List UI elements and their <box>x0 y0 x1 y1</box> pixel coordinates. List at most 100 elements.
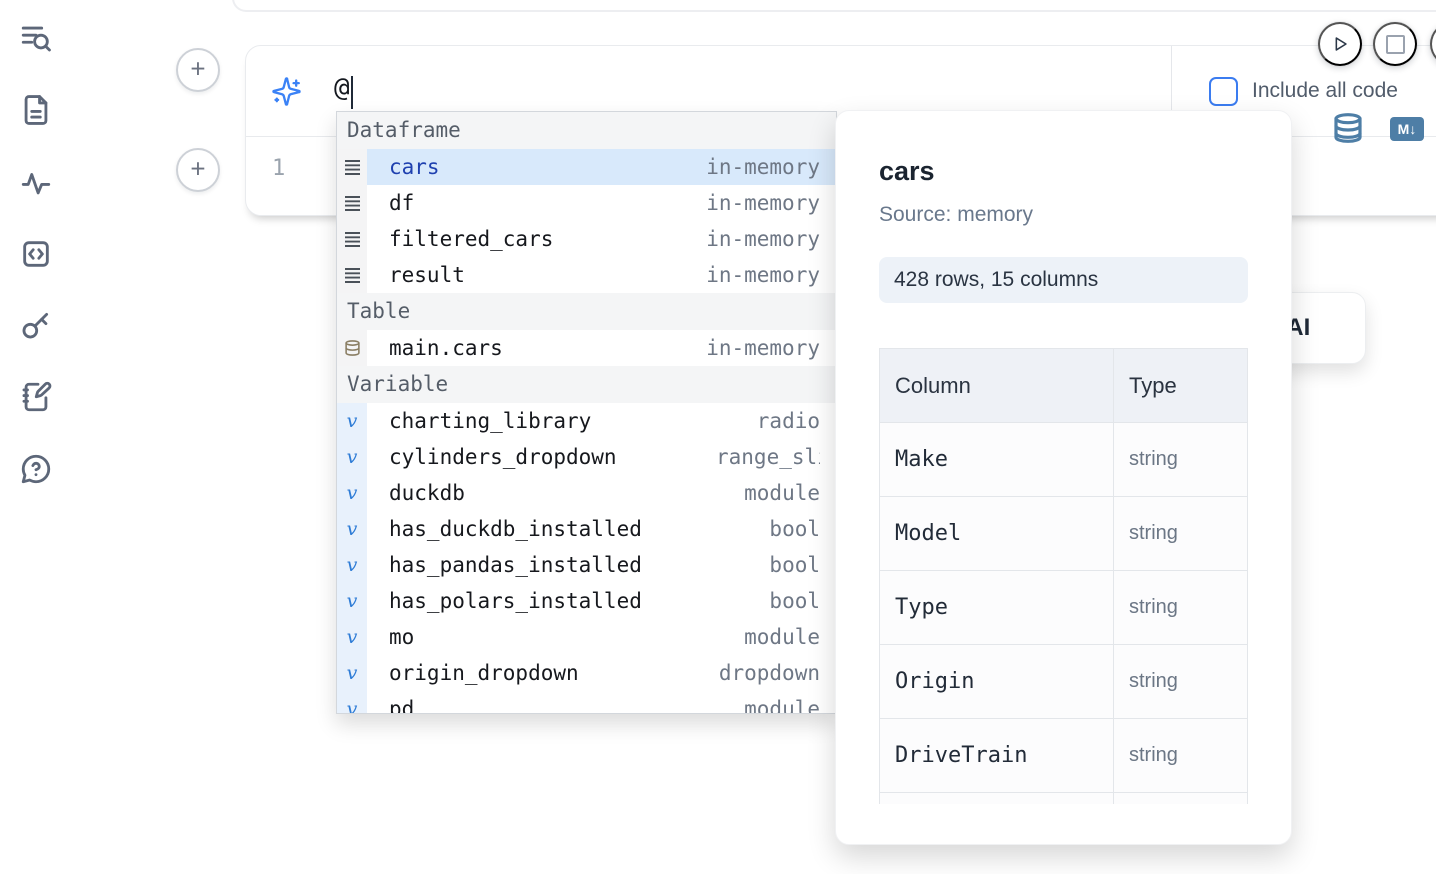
completion-name: origin_dropdown <box>389 661 579 685</box>
variable-icon <box>337 547 367 583</box>
column-type: string <box>1113 644 1248 719</box>
completion-detail: in-memory <box>706 336 820 360</box>
stop-button[interactable] <box>1373 22 1417 66</box>
sparkles-icon <box>272 76 301 106</box>
table-row: Model string <box>879 496 1248 571</box>
variable-icon <box>337 619 367 655</box>
table-row: Type string <box>879 570 1248 645</box>
line-number: 1 <box>272 156 286 181</box>
code-snippets-icon[interactable] <box>19 237 53 271</box>
autocomplete-section-header: Dataframe <box>337 112 836 149</box>
table-row: Origin string <box>879 644 1248 719</box>
completion-detail: bool <box>769 517 820 541</box>
schema-table-wrap: Column Type Make string Model string Typ… <box>879 348 1248 804</box>
table-database-icon <box>337 330 367 366</box>
autocomplete-item-pd[interactable]: pd module <box>337 691 836 714</box>
completion-name: df <box>389 191 415 215</box>
completion-detail: bool <box>769 553 820 577</box>
variable-icon <box>337 511 367 547</box>
variable-icon <box>337 583 367 619</box>
completion-detail: dropdown <box>718 661 820 685</box>
add-cell-below-button[interactable] <box>176 148 220 192</box>
autocomplete-item-main-cars[interactable]: main.cars in-memory <box>337 330 836 366</box>
completion-name: main.cars <box>389 336 503 360</box>
schema-table: Column Type Make string Model string Typ… <box>879 348 1248 804</box>
completion-detail: in-memory <box>706 191 820 215</box>
include-all-code-checkbox[interactable] <box>1209 76 1238 106</box>
help-icon[interactable] <box>19 452 53 486</box>
helper-sidebar <box>0 0 72 874</box>
completion-detail: module <box>744 697 820 714</box>
activity-icon[interactable] <box>19 166 53 200</box>
table-row: DriveTrain string <box>879 718 1248 793</box>
variable-icon <box>337 475 367 511</box>
completion-detail: module <box>744 625 820 649</box>
column-header: Column <box>879 348 1114 423</box>
column-name: DriveTrain <box>879 718 1114 793</box>
variable-icon <box>337 691 367 713</box>
column-type: string <box>1113 496 1248 571</box>
completion-detail: radio <box>756 409 820 433</box>
completion-name: charting_library <box>389 409 592 433</box>
dataframe-icon <box>337 185 367 221</box>
dataframe-icon <box>337 149 367 185</box>
dataframe-icon <box>337 257 367 293</box>
autocomplete-item-origin-dropdown[interactable]: origin_dropdown dropdown <box>337 655 836 691</box>
previous-cell-edge <box>232 0 1436 12</box>
include-all-code-group: Include all code <box>1171 46 1436 136</box>
preview-source: Source: memory <box>879 203 1034 226</box>
run-cell-button[interactable] <box>1318 22 1362 66</box>
completion-detail: bool <box>769 589 820 613</box>
convert-to-sql-database-icon[interactable] <box>1332 112 1364 144</box>
ai-prompt-value: @ <box>334 73 350 104</box>
dataframe-icon <box>337 221 367 257</box>
ai-prompt-input[interactable]: @ <box>246 46 1171 136</box>
scratchpad-icon[interactable] <box>19 380 53 414</box>
list-search-icon[interactable] <box>19 21 53 55</box>
text-cursor <box>350 75 353 109</box>
completion-name: cars <box>389 155 440 179</box>
completion-name: mo <box>389 625 415 649</box>
table-header-row: Column Type <box>879 348 1248 423</box>
completion-name: has_pandas_installed <box>389 553 642 577</box>
completion-name: result <box>389 263 465 287</box>
document-icon[interactable] <box>19 93 53 127</box>
stop-icon <box>1385 34 1405 54</box>
completion-name: pd <box>389 697 415 714</box>
completion-name: has_duckdb_installed <box>389 517 642 541</box>
shape-badge: 428 rows, 15 columns <box>879 257 1248 303</box>
autocomplete-item-mo[interactable]: mo module <box>337 619 836 655</box>
column-name: Make <box>879 422 1114 497</box>
type-header: Type <box>1113 348 1248 423</box>
completion-name: has_polars_installed <box>389 589 642 613</box>
autocomplete-item-df[interactable]: df in-memory <box>337 185 836 221</box>
key-icon[interactable] <box>19 308 53 342</box>
variable-icon <box>337 439 367 475</box>
completion-name: cylinders_dropdown <box>389 445 617 469</box>
column-type: string <box>1113 422 1248 497</box>
convert-to-markdown-icon[interactable] <box>1390 117 1424 141</box>
completion-name: filtered_cars <box>389 227 554 251</box>
autocomplete-section-header: Variable <box>337 366 836 403</box>
variable-icon <box>337 403 367 439</box>
completion-detail: module <box>744 481 820 505</box>
autocomplete-item-has-polars-installed[interactable]: has_polars_installed bool <box>337 583 836 619</box>
autocomplete-item-duckdb[interactable]: duckdb module <box>337 475 836 511</box>
autocomplete-item-filtered-cars[interactable]: filtered_cars in-memory <box>337 221 836 257</box>
autocomplete-item-has-pandas-installed[interactable]: has_pandas_installed bool <box>337 547 836 583</box>
column-type: string <box>1113 718 1248 793</box>
column-type: string <box>1113 570 1248 645</box>
completion-name: duckdb <box>389 481 465 505</box>
autocomplete-section-header: Table <box>337 293 836 330</box>
autocomplete-item-has-duckdb-installed[interactable]: has_duckdb_installed bool <box>337 511 836 547</box>
preview-title: cars <box>879 156 935 186</box>
include-all-code-label: Include all code <box>1252 79 1398 102</box>
autocomplete-item-charting-library[interactable]: charting_library radio <box>337 403 836 439</box>
add-cell-above-button[interactable] <box>176 48 220 92</box>
completion-detail: in-memory <box>706 227 820 251</box>
code-editor[interactable]: 1 <box>246 137 1436 215</box>
